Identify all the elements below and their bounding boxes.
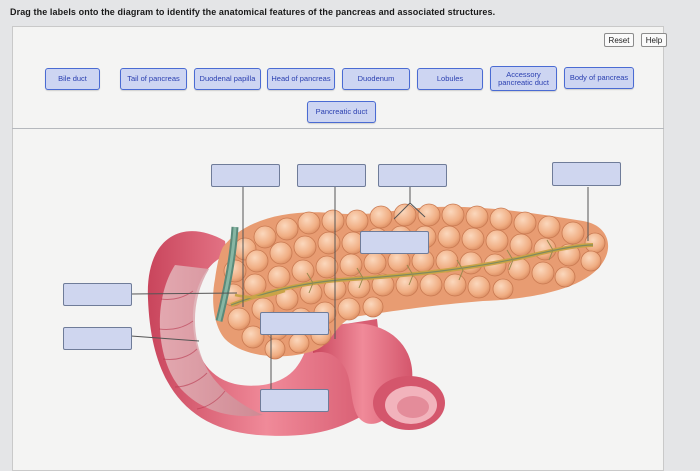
drop-zone-4[interactable]	[552, 162, 621, 186]
pancreas-diagram	[130, 187, 609, 436]
label-head-of-pancreas[interactable]: Head of pancreas	[267, 68, 335, 90]
instructions-text: Drag the labels onto the diagram to iden…	[10, 7, 496, 17]
help-button[interactable]: Help	[641, 33, 667, 47]
reset-button[interactable]: Reset	[604, 33, 634, 47]
drop-zone-3[interactable]	[378, 164, 447, 187]
drop-zone-5[interactable]	[360, 231, 429, 254]
label-tail-of-pancreas[interactable]: Tail of pancreas	[120, 68, 187, 90]
label-duodenum[interactable]: Duodenum	[342, 68, 410, 90]
label-pancreatic-duct[interactable]: Pancreatic duct	[307, 101, 376, 123]
drop-zone-6[interactable]	[63, 283, 132, 306]
label-duodenal-papilla[interactable]: Duodenal papilla	[194, 68, 261, 90]
bank-divider	[12, 128, 664, 129]
label-lobules[interactable]: Lobules	[417, 68, 483, 90]
label-accessory-pancreatic-duct[interactable]: Accessory pancreatic duct	[490, 66, 557, 91]
drop-zone-8[interactable]	[63, 327, 132, 350]
drop-zone-1[interactable]	[211, 164, 280, 187]
drop-zone-7[interactable]	[260, 312, 329, 335]
drop-zone-9[interactable]	[260, 389, 329, 412]
label-body-of-pancreas[interactable]: Body of pancreas	[564, 67, 634, 89]
label-bile-duct[interactable]: Bile duct	[45, 68, 100, 90]
drop-zone-2[interactable]	[297, 164, 366, 187]
